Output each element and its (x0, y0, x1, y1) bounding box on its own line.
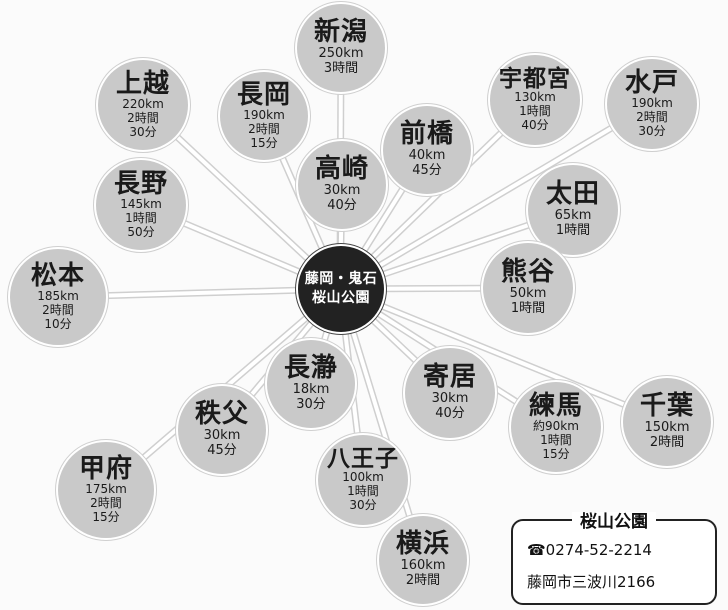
destination-detail: 30km (431, 390, 469, 406)
destination-detail: 45分 (207, 442, 237, 458)
destination-detail: 175km (85, 481, 127, 496)
route-line-fill-yokohama (338, 288, 425, 561)
destination-detail: 2時間 (636, 109, 668, 124)
destination-detail: 2時間 (649, 434, 685, 450)
destination-detail: 15分 (542, 446, 570, 461)
destination-name: 秩父 (194, 399, 249, 430)
destination-name: 長瀞 (283, 353, 338, 384)
destination-name: 松本 (30, 260, 85, 291)
center-line-1: 藤岡・鬼石 (304, 271, 378, 288)
destination-detail: 2時間 (42, 302, 74, 317)
destination-detail: 185km (37, 288, 79, 303)
destination-detail: 1時間 (125, 210, 157, 225)
destination-detail: 18km (292, 381, 330, 397)
destination-detail: 15分 (92, 509, 120, 524)
destination-name: 前橋 (399, 119, 454, 150)
destination-detail: 1時間 (510, 300, 546, 316)
destination-detail: 2時間 (127, 110, 159, 125)
park-address: 藤岡市三波川2166 (527, 573, 656, 591)
destination-detail: 100km (342, 470, 384, 485)
destination-detail: 65km (554, 207, 592, 223)
destination-detail: 40分 (521, 117, 549, 132)
destination-detail: 2時間 (248, 121, 280, 136)
destination-name: 横浜 (395, 529, 450, 560)
destination-detail: 50km (509, 285, 547, 301)
center-line-2: 桜山公園 (312, 290, 370, 306)
destination-name: 太田 (545, 179, 600, 210)
destination-detail: 3時間 (323, 60, 359, 76)
destination-name: 長野 (113, 168, 168, 199)
destination-detail: 190km (243, 107, 285, 122)
destination-detail: 1時間 (347, 484, 379, 499)
destination-detail: 220km (122, 96, 164, 111)
destination-name: 長岡 (236, 79, 291, 110)
destination-name: 上越 (115, 68, 170, 99)
destination-detail: 30分 (296, 396, 326, 412)
park-info-title: 桜山公園 (513, 507, 715, 532)
destination-detail: 30分 (349, 497, 377, 512)
route-line-fill-chiba (339, 287, 668, 424)
destination-detail: 30分 (638, 123, 666, 138)
route-line-fill-mito (338, 102, 654, 291)
destination-name: 練馬 (528, 390, 583, 421)
destination-detail: 130km (514, 90, 556, 105)
destination-name: 甲府 (78, 453, 133, 484)
destination-name: 寄居 (422, 362, 477, 393)
destination-detail: 40分 (327, 197, 357, 213)
park-name: 桜山公園 (572, 512, 656, 532)
destination-detail: 10分 (44, 316, 72, 331)
destination-detail: 160km (400, 557, 446, 573)
destination-detail: 145km (120, 196, 162, 211)
destination-name: 水戸 (624, 67, 679, 98)
destination-detail: 2時間 (405, 572, 441, 588)
destination-detail: 30km (203, 427, 241, 443)
destination-detail: 190km (631, 95, 673, 110)
destination-detail: 150km (644, 419, 690, 435)
destination-detail: 30分 (129, 124, 157, 139)
destination-detail: 40km (408, 147, 446, 163)
destination-detail: 30km (323, 182, 361, 198)
destination-detail: 1時間 (540, 432, 572, 447)
park-phone: ☎0274-52-2214 (527, 541, 652, 559)
center-node: 藤岡・鬼石 桜山公園 (298, 246, 384, 332)
destination-name: 宇都宮 (499, 66, 571, 93)
destination-name: 八王子 (327, 446, 399, 473)
destination-name: 高崎 (314, 154, 369, 185)
destination-name: 千葉 (639, 391, 694, 422)
destination-name: 熊谷 (500, 257, 555, 288)
destination-name: 新潟 (313, 17, 368, 48)
destination-detail: 40分 (435, 405, 465, 421)
destination-detail: 45分 (412, 162, 442, 178)
park-info-box: 桜山公園 ☎0274-52-2214 藤岡市三波川2166 (511, 512, 717, 605)
destination-detail: 2時間 (90, 495, 122, 510)
destination-detail: 250km (318, 45, 364, 61)
destination-detail: 約90km (533, 418, 579, 433)
destination-detail: 1時間 (555, 222, 591, 238)
destination-detail: 1時間 (519, 104, 551, 119)
destination-detail: 50分 (127, 224, 155, 239)
destination-detail: 15分 (250, 135, 278, 150)
